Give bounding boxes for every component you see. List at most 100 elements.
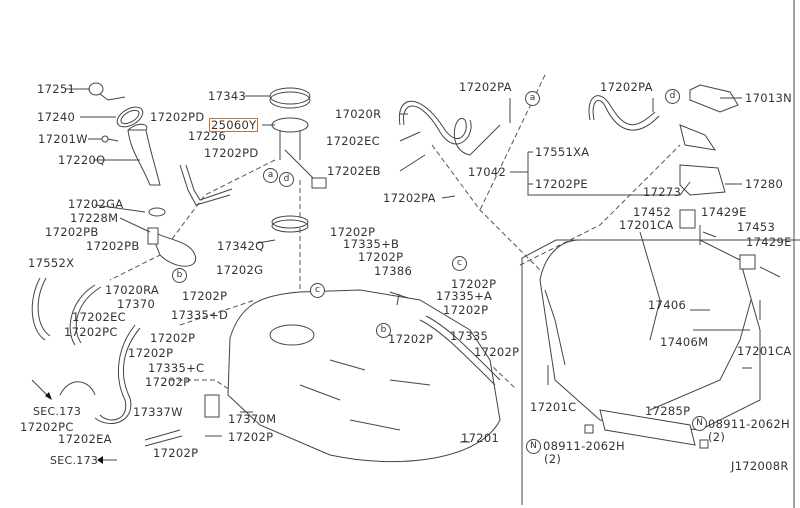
bracket-17452 [679,209,696,229]
filler-neck-17228M [148,228,197,267]
part-label-17280[interactable]: 17280 [745,177,784,191]
leader-lines [65,88,752,443]
connector-marker-c: c [310,283,325,298]
part-label-17285P[interactable]: 17285P [645,404,691,418]
clamp-17202GA [148,207,166,217]
section-ref-sec173[interactable]: SEC.173 [50,454,99,467]
part-label-17202EC[interactable]: 17202EC [326,134,380,148]
dashed-route-3 [519,144,681,266]
hose-17337W [144,429,181,441]
screw-17201W [101,135,119,143]
part-label-17452[interactable]: 17452 [633,205,672,219]
part-label-17251[interactable]: 17251 [37,82,76,96]
part-label-17551XA[interactable]: 17551XA [535,145,590,159]
part-label-17202PA[interactable]: 17202PA [383,191,436,205]
dashed-route-8 [179,299,256,326]
part-label-17201CA[interactable]: 17201CA [619,218,674,232]
part-label-17202P[interactable]: 17202P [153,446,199,460]
part-label-17202P[interactable]: 17202P [228,430,274,444]
diagram-id: J172008R [731,459,789,473]
fuel-filter-17370M [204,394,220,418]
part-label-17202P[interactable]: 17202P [358,250,404,264]
bolt-17429E-b [759,266,781,278]
hose-17552X [31,277,46,341]
part-label-17370M[interactable]: 17370M [228,412,277,426]
bracket-17013N [689,84,739,113]
part-label-17273[interactable]: 17273 [643,185,682,199]
dashed-route-6 [170,379,231,391]
canister-body [539,239,761,431]
part-label-17240[interactable]: 17240 [37,110,76,124]
bracket-17453 [739,254,756,270]
fuel-pump-ring-17343 [269,87,311,109]
part-label-17335[interactable]: 17335 [450,329,489,343]
protector-17285P [599,409,696,446]
part-label-17020RA[interactable]: 17020RA [105,283,160,297]
part-label-17201CA[interactable]: 17201CA [737,344,792,358]
part-label-17335-C[interactable]: 17335+C [148,361,205,375]
part-label-17202P[interactable]: 17202P [145,375,191,389]
part-label-17202PD[interactable]: 17202PD [150,110,205,124]
part-label-08911-2062H[interactable]: 08911-2062H [543,439,625,453]
part-label-17202P[interactable]: 17202P [388,332,434,346]
part-label-17202PE[interactable]: 17202PE [535,177,588,191]
part-label-17335-D[interactable]: 17335+D [171,308,229,322]
part-label-17226[interactable]: 17226 [188,129,227,143]
part-label-17202GA[interactable]: 17202GA [68,197,124,211]
connector-marker-a: a [525,91,540,106]
part-label-17228M[interactable]: 17228M [70,211,119,225]
part-label-17386[interactable]: 17386 [374,264,413,278]
part-label-17429E[interactable]: 17429E [701,205,747,219]
gasket-17342Q [271,215,309,233]
part-label-17552X[interactable]: 17552X [28,256,75,270]
part-label-17013N[interactable]: 17013N [745,91,792,105]
part-label-17202P[interactable]: 17202P [150,331,196,345]
part-label-17202PD[interactable]: 17202PD [204,146,259,160]
hose-17202EA [59,381,96,396]
part-label-17220Q[interactable]: 17220Q [58,153,106,167]
nut-marker-icon: N [526,439,541,454]
part-label-08911-2062H[interactable]: 08911-2062H [708,417,790,431]
part-label-17202P[interactable]: 17202P [330,225,376,239]
part-label-17429E[interactable]: 17429E [746,235,792,249]
part-label-17202G[interactable]: 17202G [216,263,264,277]
canister-17280 [679,164,726,196]
part-label-17337W[interactable]: 17337W [133,405,183,419]
part-label-17202PA[interactable]: 17202PA [459,80,512,94]
part-label-17202P[interactable]: 17202P [128,346,174,360]
part-label-17201W[interactable]: 17201W [38,132,88,146]
part-label-17370[interactable]: 17370 [117,297,156,311]
part-label-17202P[interactable]: 17202P [182,289,228,303]
part-label-17020R[interactable]: 17020R [335,107,382,121]
part-label-17202EB[interactable]: 17202EB [327,164,381,178]
section-ref-sec173[interactable]: SEC.173 [33,405,82,418]
part-label-17343[interactable]: 17343 [208,89,247,103]
part-label-17202P[interactable]: 17202P [474,345,520,359]
part-label-17202P[interactable]: 17202P [443,303,489,317]
part-label-17201[interactable]: 17201 [461,431,500,445]
part-label-17335-B[interactable]: 17335+B [343,237,400,251]
hose-17551XA [588,95,656,126]
part-label-17042[interactable]: 17042 [468,165,507,179]
connector-marker-a: a [263,168,278,183]
part-label-17202EA[interactable]: 17202EA [58,432,112,446]
part-label-17202PC[interactable]: 17202PC [64,325,118,339]
part-label-17202PC[interactable]: 17202PC [20,420,74,434]
part-label-17202PA[interactable]: 17202PA [600,80,653,94]
part-label-17202PB[interactable]: 17202PB [86,239,140,253]
part-label-17406[interactable]: 17406 [648,298,687,312]
fuel-pump-unit-25060Y [271,117,327,189]
part-label-17202PB[interactable]: 17202PB [45,225,99,239]
part-label-17202P[interactable]: 17202P [451,277,497,291]
tee-17386 [389,291,409,306]
part-label-17202EC[interactable]: 17202EC [72,310,126,324]
filler-ring-17240 [116,106,144,128]
part-label-17406M[interactable]: 17406M [660,335,709,349]
part-label-17335-A[interactable]: 17335+A [436,289,493,303]
part-label-17453[interactable]: 17453 [737,220,776,234]
part-label-17201C[interactable]: 17201C [530,400,577,414]
dashed-route-7 [399,329,516,389]
part-label-17342Q[interactable]: 17342Q [217,239,265,253]
part-label-25060Y-highlighted[interactable]: 25060Y [209,118,259,132]
